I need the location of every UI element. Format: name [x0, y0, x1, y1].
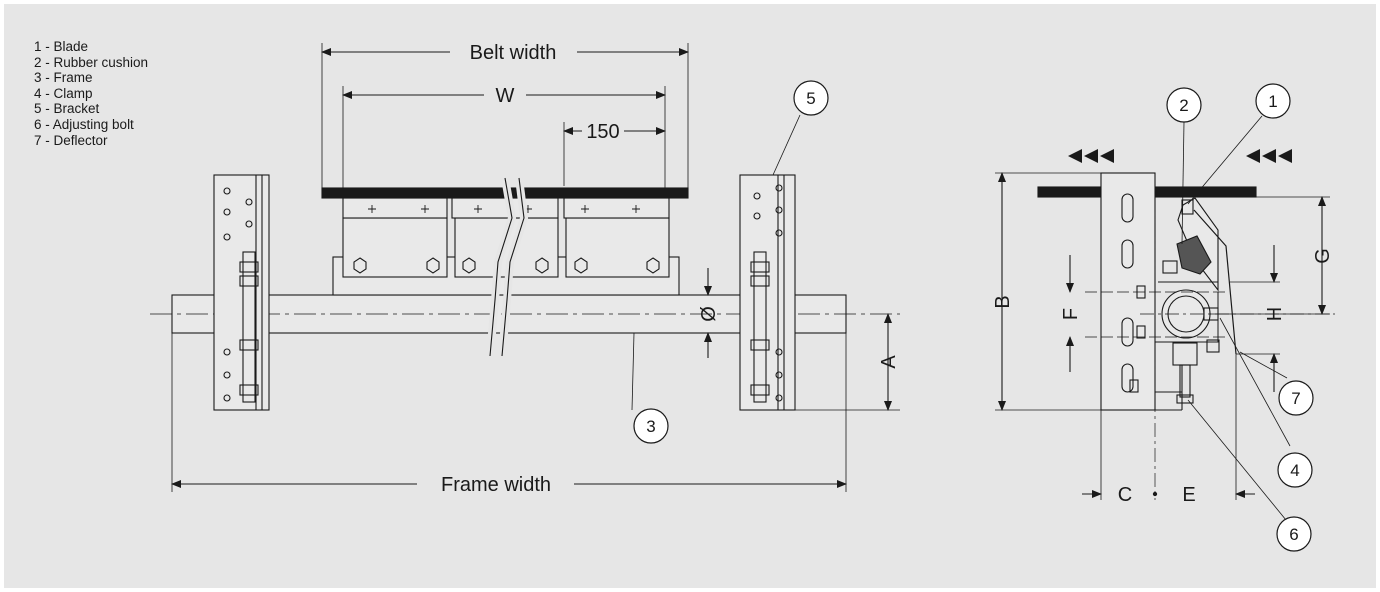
dim-w [342, 86, 666, 198]
side-blade [1158, 197, 1237, 355]
label-150: 150 [586, 121, 619, 143]
label-e: E [1182, 484, 1195, 506]
legend-item-rubber-cushion: 2 - Rubber cushion [34, 54, 149, 70]
svg-text:2: 2 [1179, 96, 1188, 115]
callout-2: 2 [1166, 87, 1202, 123]
legend-item-bracket: 5 - Bracket [34, 101, 100, 117]
bracket-right [739, 174, 796, 411]
callout-6: 6 [1276, 516, 1312, 552]
callout-4: 4 [1277, 452, 1313, 488]
belt-direction-arrows [1068, 149, 1292, 163]
dim-frame-width [171, 333, 847, 492]
dim-b [995, 172, 1101, 411]
leader-3 [631, 332, 635, 411]
label-w: W [496, 85, 515, 107]
callout-7: 7 [1278, 380, 1314, 416]
dim-g [1210, 196, 1330, 315]
callout-3: 3 [633, 408, 669, 444]
label-frame-width: Frame width [441, 474, 551, 496]
label-a: A [878, 355, 900, 369]
label-diameter: Ø [698, 306, 720, 322]
legend-item-frame: 3 - Frame [34, 70, 93, 86]
label-b: B [992, 295, 1014, 308]
break-lines [486, 177, 529, 357]
legend-item-adjusting-bolt: 6 - Adjusting bolt [34, 116, 134, 132]
callout-1: 1 [1255, 83, 1291, 119]
svg-text:4: 4 [1290, 461, 1299, 480]
side-leaders [1181, 115, 1291, 521]
dim-h [1230, 245, 1280, 392]
parts-legend: 1 - Blade 2 - Rubber cushion 3 - Frame 4… [34, 39, 148, 148]
dim-c-e [1082, 354, 1255, 500]
legend-item-clamp: 4 - Clamp [34, 85, 93, 101]
label-c: C [1118, 484, 1132, 506]
dim-diameter [700, 268, 716, 358]
svg-text:6: 6 [1289, 525, 1298, 544]
label-f: F [1060, 308, 1082, 320]
svg-text:7: 7 [1291, 389, 1300, 408]
dim-a [795, 313, 900, 411]
label-h: H [1264, 307, 1286, 321]
side-clamp [1154, 289, 1220, 404]
label-g: G [1312, 248, 1334, 264]
legend-item-deflector: 7 - Deflector [34, 132, 108, 148]
label-belt-width: Belt width [470, 42, 557, 64]
svg-text:1: 1 [1268, 92, 1277, 111]
legend-item-blade: 1 - Blade [34, 39, 89, 54]
leader-5 [772, 114, 801, 176]
dim-150 [563, 122, 666, 186]
svg-text:3: 3 [646, 417, 655, 436]
bracket-left [213, 174, 270, 411]
svg-text:5: 5 [806, 89, 815, 108]
dim-belt-width [321, 43, 689, 188]
callout-5: 5 [793, 80, 829, 116]
